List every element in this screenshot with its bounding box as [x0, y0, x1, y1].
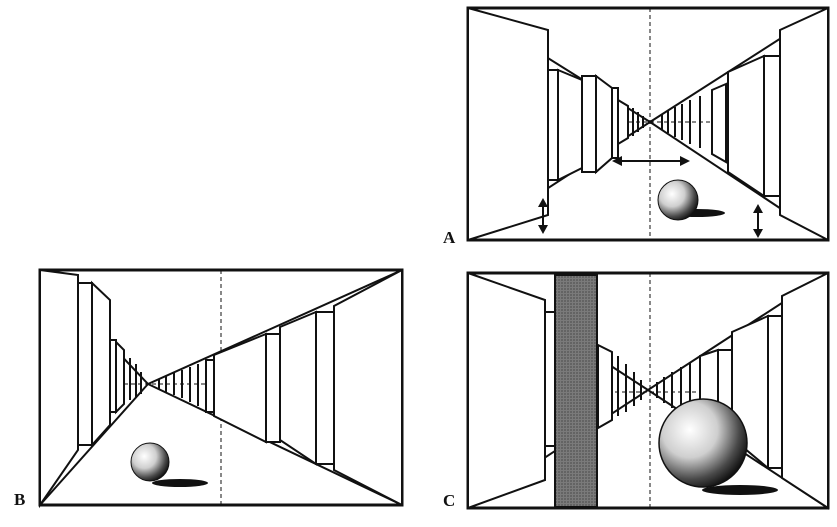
panel-a-label: A — [443, 228, 456, 247]
horizontal-double-arrow-icon — [612, 156, 690, 166]
panel-c — [466, 271, 830, 510]
sphere-icon — [130, 442, 208, 487]
vertical-double-arrow-icon — [538, 198, 548, 234]
panel-b — [38, 268, 404, 509]
pillar-icon — [554, 274, 598, 508]
panel-b-perspective-line — [147, 383, 403, 506]
panel-b-perspective-line — [147, 269, 403, 385]
panel-c-left-wall — [467, 271, 642, 510]
panel-a-left-wall — [467, 6, 644, 242]
panel-b-label: B — [14, 490, 25, 509]
panel-c-label: C — [443, 491, 455, 510]
panel-b-right-wall — [158, 268, 403, 507]
panel-b-left-wall — [39, 268, 142, 509]
vertical-double-arrow-icon — [753, 204, 763, 238]
panel-b-perspective-line — [39, 383, 149, 506]
panel-a-right-wall — [661, 6, 829, 242]
sphere-icon — [658, 398, 778, 495]
panel-a — [466, 6, 830, 242]
sphere-icon — [657, 179, 725, 221]
